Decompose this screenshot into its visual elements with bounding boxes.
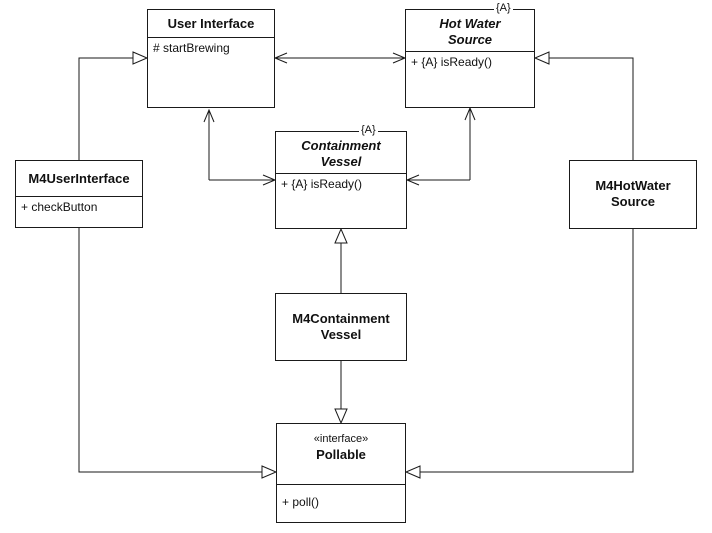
class-name-line1: Containment [301, 138, 381, 153]
class-name-line1: M4Containment [292, 311, 390, 326]
class-m4-containment-vessel[interactable]: M4Containment Vessel [275, 293, 407, 361]
class-name: User Interface [167, 16, 255, 31]
abstract-tag: {A} [359, 124, 378, 136]
class-hot-water-source[interactable]: Hot Water Source + {A} isReady() [405, 9, 535, 108]
realization-m4hws-pollable [406, 229, 634, 472]
interface-pollable[interactable]: «interface» Pollable + poll() [276, 423, 406, 523]
class-name: «interface» Pollable [277, 424, 405, 484]
stereotype-label: «interface» [313, 433, 369, 445]
class-name: M4UserInterface [28, 171, 130, 186]
class-name-line1: M4HotWater [595, 178, 671, 193]
class-name: Containment Vessel [276, 132, 406, 173]
class-m4-hot-water-source[interactable]: M4HotWater Source [569, 160, 697, 229]
class-name: M4Containment Vessel [276, 294, 406, 343]
member-check-button: + checkButton [16, 196, 142, 217]
class-name-line1: Hot Water [439, 16, 501, 31]
abstract-tag: {A} [494, 2, 513, 14]
class-name: Hot Water Source [406, 10, 534, 51]
class-name-label: Pollable [316, 447, 366, 462]
class-name-line2: Source [610, 194, 656, 209]
class-name-line2: Source [447, 32, 493, 47]
class-name: M4HotWater Source [570, 161, 696, 210]
member-is-ready: + {A} isReady() [406, 51, 534, 72]
member-poll: + poll() [277, 484, 405, 512]
member-start-brewing: # startBrewing [148, 37, 274, 58]
class-containment-vessel[interactable]: Containment Vessel + {A} isReady() [275, 131, 407, 229]
realization-m4ui-pollable [78, 228, 276, 472]
generalization-m4ui-ui [78, 58, 147, 160]
member-is-ready: + {A} isReady() [276, 173, 406, 194]
generalization-m4hws-hws [535, 58, 634, 160]
class-name-line2: Vessel [320, 327, 362, 342]
class-name-line2: Vessel [320, 154, 362, 169]
class-m4-user-interface[interactable]: M4UserInterface + checkButton [15, 160, 143, 228]
class-user-interface[interactable]: User Interface # startBrewing [147, 9, 275, 108]
